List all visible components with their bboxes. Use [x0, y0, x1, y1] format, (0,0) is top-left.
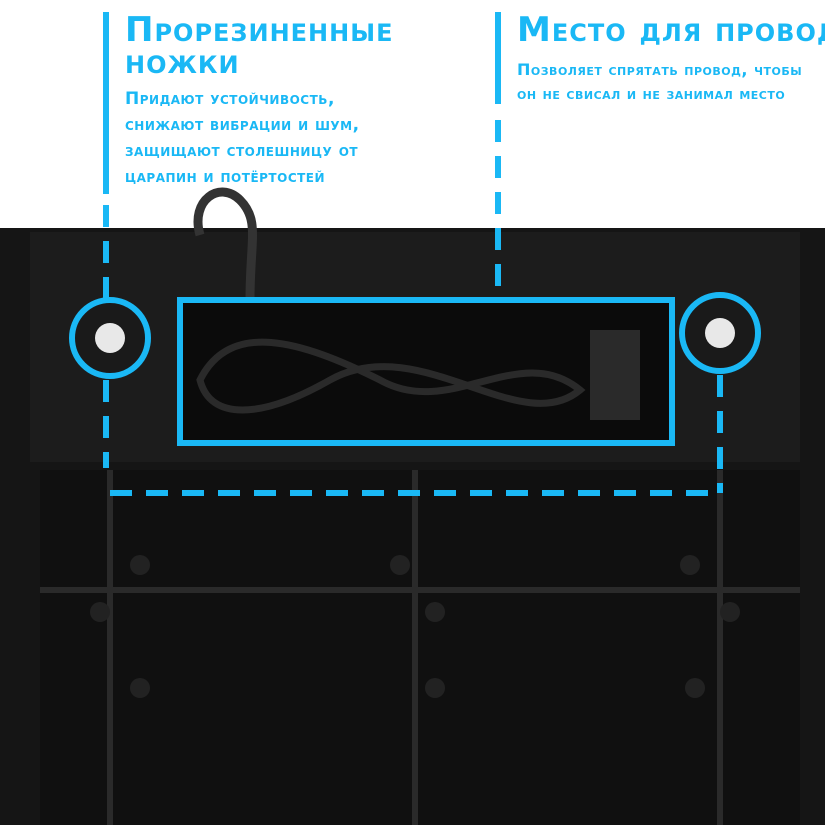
partitions: [40, 470, 800, 825]
left-callout-description: Придают устойчивость, снижают вибрации и…: [125, 86, 360, 190]
desc-line: Придают устойчивость,: [125, 89, 335, 109]
desc-line: царапин и потёртостей: [125, 167, 326, 187]
plug: [590, 330, 640, 420]
left-callout-title: Прорезиненные ножки: [125, 10, 394, 82]
compartment-grid: [40, 470, 800, 825]
desc-line: Позволяет спрятать провод, чтобы: [517, 60, 803, 79]
dashed-leader-lines: [103, 120, 723, 496]
desc-line: защищают столешницу от: [125, 141, 359, 161]
screw-bosses: [90, 555, 740, 698]
cable-compartment-highlight: [177, 297, 675, 446]
right-callout-description: Позволяет спрятать провод, чтобы он не с…: [517, 58, 802, 106]
right-callout-title: Место для провода: [517, 10, 825, 50]
desc-line: он не свисал и не занимал место: [517, 84, 786, 103]
right-rubber-foot: [705, 318, 735, 348]
power-cord: [193, 187, 257, 301]
left-rubber-foot: [95, 323, 125, 353]
left-callout-bar: [103, 12, 109, 194]
coiled-cable: [196, 338, 586, 414]
right-callout-bar: [495, 12, 501, 104]
desc-line: снижают вибрации и шум,: [125, 115, 360, 135]
